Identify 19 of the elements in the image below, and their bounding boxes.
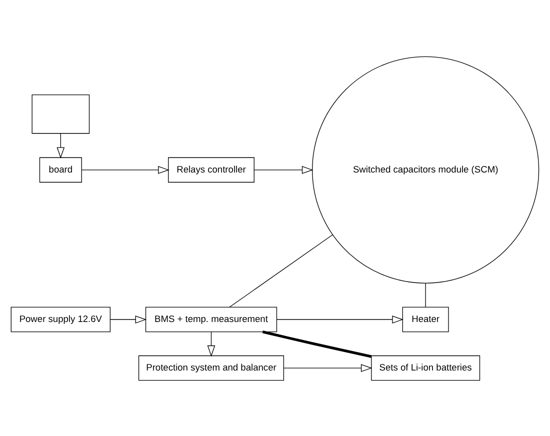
arrow (56, 132, 65, 158)
connector (262, 330, 372, 358)
node-box (32, 94, 90, 134)
node-box: Sets of Li-ion batteries (371, 354, 480, 380)
node-circle: Switched capacitors module (SCM) (312, 56, 540, 283)
connector (425, 282, 426, 307)
node-box: Protection system and balancer (138, 354, 284, 380)
node-box: Heater (402, 306, 449, 332)
node-box: Relays controller (168, 156, 254, 182)
arrow (283, 364, 372, 372)
node-box: Power supply 12.6V (10, 306, 111, 332)
arrow (207, 331, 216, 356)
node-box: BMS + temp. measurement (145, 306, 278, 332)
node-box: board (39, 156, 82, 182)
arrow (81, 165, 170, 174)
arrow (254, 165, 314, 174)
arrow (276, 315, 404, 323)
connector (229, 234, 333, 307)
arrow (110, 315, 147, 323)
